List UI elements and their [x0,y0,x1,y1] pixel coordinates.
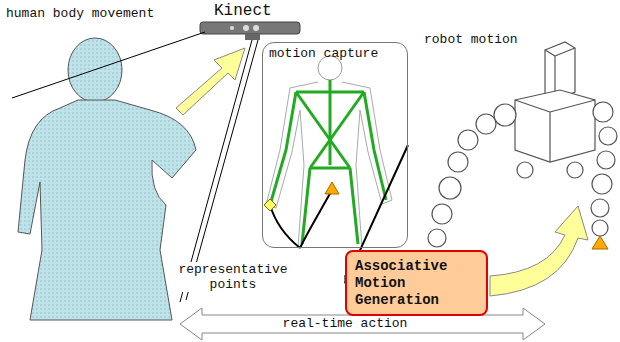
node-text: Associative Motion Generation [355,258,478,308]
node-text: motion capture [269,46,401,62]
caption-text: robot motion [424,32,544,47]
process-box: Associative Motion Generation [345,250,488,316]
output-arrow [490,206,588,296]
robot-figure [428,42,617,247]
human-figure [18,38,196,320]
device-label: Kinect [214,2,294,20]
capture-panel: motion capture [262,42,408,248]
capture-arrow [176,48,245,115]
kinect-sensor [200,22,300,40]
caption-text: human body movement [6,6,176,21]
annotation-text: representative points [176,262,290,292]
arrow-label: real-time action [270,316,420,331]
capture-figure [264,56,392,248]
